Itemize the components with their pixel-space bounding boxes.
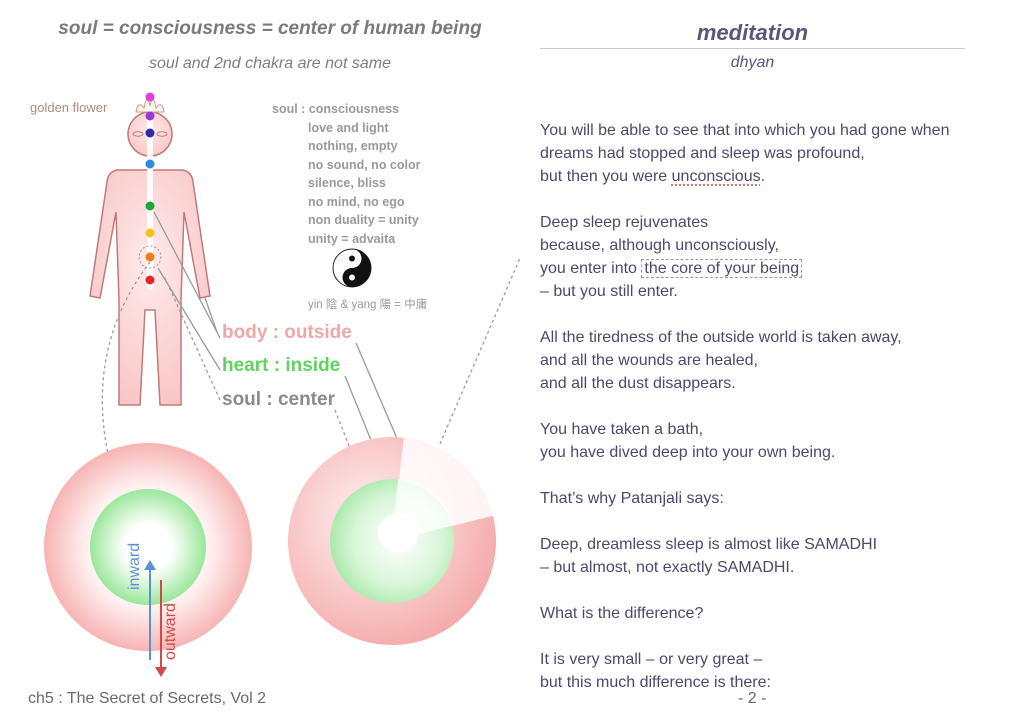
text-line: It is very small – or very great – — [540, 651, 763, 668]
text-line: What is the difference? — [540, 605, 704, 622]
soul-attribute: soul : consciousness — [272, 102, 400, 116]
human-figure — [89, 99, 211, 406]
left-title: soul = consciousness = center of human b… — [58, 18, 482, 39]
soul-attribute: unity = advaita — [308, 231, 396, 246]
soul-attribute: love and light — [308, 120, 389, 135]
chakra-dots — [138, 92, 162, 285]
right-title: meditation — [696, 20, 809, 45]
title-rule — [540, 48, 965, 49]
heart-label: heart : inside — [222, 355, 341, 376]
outward-arrow — [155, 580, 167, 677]
text-line: All the tiredness of the outside world i… — [540, 329, 902, 346]
ring-diagram — [44, 443, 252, 651]
soul-attributes-list: soul : consciousness love and light noth… — [272, 100, 421, 248]
source-footer: ch5 : The Secret of Secrets, Vol 2 — [28, 690, 267, 707]
left-subtitle: soul and 2nd chakra are not same — [149, 55, 391, 72]
yin-yang-caption: yin 陰 & yang 陽 = 中庸 — [308, 299, 428, 311]
inward-label: inward — [126, 542, 143, 590]
text-span: you enter into — [540, 260, 642, 277]
text-line: because, although unconsciously, — [540, 237, 779, 254]
soul-label: soul : center — [222, 389, 335, 410]
text-line: You will be able to see that into which … — [540, 122, 950, 139]
meditation-text: You will be able to see that into which … — [540, 96, 1010, 717]
unconscious-highlight: unconscious — [671, 168, 761, 185]
inward-arrow — [144, 560, 156, 660]
text-line: – but you still enter. — [540, 283, 678, 300]
sphere-diagram — [288, 437, 496, 645]
text-line: and all the dust disappears. — [540, 375, 736, 392]
soul-attribute: silence, bliss — [308, 176, 386, 190]
text-line: but then you were unconscious. — [540, 165, 1010, 188]
soul-attribute: no mind, no ego — [308, 194, 405, 209]
right-subtitle: dhyan — [730, 54, 775, 71]
chakra-diagram — [44, 92, 521, 677]
text-span: but then you were — [540, 168, 672, 185]
text-line: you have dived deep into your own being. — [540, 444, 836, 461]
page-number: - 2 - — [738, 690, 767, 707]
soul-attribute: nothing, empty — [308, 139, 398, 153]
text-line: Deep sleep rejuvenates — [540, 214, 709, 231]
text-line: Deep, dreamless sleep is almost like SAM… — [540, 536, 878, 553]
text-line: and all the wounds are healed, — [540, 352, 758, 369]
core-of-being-highlight: the core of your being — [641, 259, 803, 278]
text-line: you enter into the core of your being — [540, 257, 1010, 280]
soul-attribute: no sound, no color — [308, 157, 421, 172]
text-line: That’s why Patanjali says: — [540, 490, 724, 507]
text-span: . — [760, 168, 766, 185]
body-label: body : outside — [222, 322, 352, 343]
soul-attribute: non duality = unity — [308, 213, 419, 227]
text-line: dreams had stopped and sleep was profoun… — [540, 145, 865, 162]
text-line: but this much difference is there: — [540, 674, 771, 691]
text-line: You have taken a bath, — [540, 421, 704, 438]
outward-label: outward — [162, 603, 179, 660]
text-line: – but almost, not exactly SAMADHI. — [540, 559, 795, 576]
golden-flower-label: golden flower — [30, 100, 108, 115]
yin-yang-icon — [332, 248, 372, 288]
